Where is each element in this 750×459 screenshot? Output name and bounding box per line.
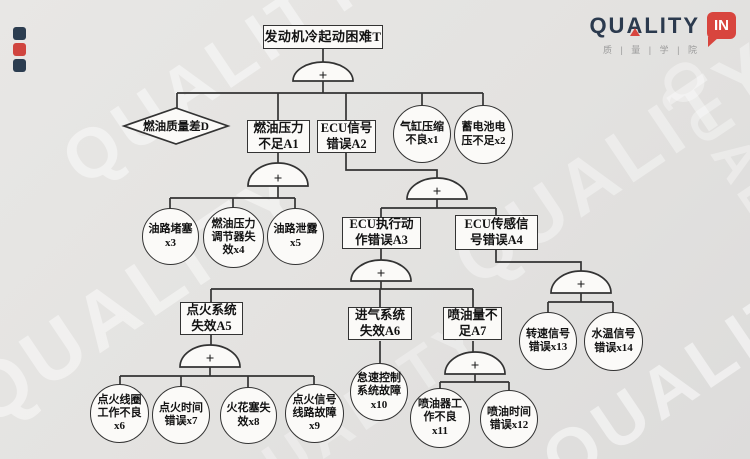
logo-letter-a: A (626, 12, 645, 38)
svg-text:+: + (206, 351, 215, 367)
node-undeveloped-d: 燃油质量差D (143, 121, 209, 133)
brand-logo: QUALITY IN 质 | 量 | 学 | 院 (589, 12, 736, 56)
svg-text:+: + (433, 184, 442, 200)
node-x8: 火花塞失 效x8 (220, 387, 277, 444)
bullet-square-navy (13, 27, 26, 40)
svg-text:+: + (577, 277, 586, 293)
or-gate-a7: + (444, 351, 506, 375)
node-a4: ECU传感信 号错误A4 (455, 215, 538, 250)
node-x5: 油路泄露 x5 (267, 208, 324, 265)
node-x4: 燃油压力 调节器失 效x4 (203, 207, 264, 268)
or-gate-a2: + (406, 177, 468, 200)
or-gate-top: + (292, 61, 354, 84)
or-gate-a1: + (247, 162, 309, 187)
node-x14: 水温信号 错误x14 (584, 312, 643, 371)
node-x10: 怠速控制 系统故障 x10 (350, 363, 408, 421)
node-x12: 喷油时间 错误x12 (480, 390, 538, 448)
or-gate-a3: + (350, 259, 412, 282)
node-x13: 转速信号 错误x13 (519, 312, 577, 370)
node-a3: ECU执行动 作错误A3 (342, 217, 421, 249)
node-a6: 进气系统 失效A6 (348, 307, 412, 340)
node-x2: 蓄电池电 压不足x2 (454, 105, 513, 164)
node-x1: 气缸压缩 不良x1 (393, 105, 451, 163)
bullet-square-navy (13, 59, 26, 72)
svg-text:+: + (319, 68, 328, 84)
svg-text:+: + (377, 266, 386, 282)
node-x11: 喷油器工 作不良 x11 (410, 388, 470, 448)
or-gate-a4: + (550, 270, 612, 294)
node-top-event: 发动机冷起动困难T (263, 25, 383, 49)
node-a5: 点火系统 失效A5 (180, 302, 243, 335)
node-x6: 点火线圈 工作不良 x6 (90, 384, 149, 443)
node-x7: 点火时间 错误x7 (152, 386, 210, 444)
node-x9: 点火信号 线路故障 x9 (285, 384, 344, 443)
diamond-shape (121, 107, 231, 145)
logo-badge: IN (707, 12, 736, 47)
bullet-squares (13, 27, 26, 72)
logo-wordmark: QUALITY (589, 12, 700, 38)
logo-tagline: 质 | 量 | 学 | 院 (602, 45, 700, 55)
node-a1: 燃油压力 不足A1 (247, 120, 310, 153)
node-a2: ECU信号 错误A2 (317, 120, 376, 153)
node-x3: 油路堵塞 x3 (142, 208, 199, 265)
svg-text:+: + (471, 358, 480, 374)
svg-text:+: + (274, 171, 283, 187)
node-a7: 喷油量不 足A7 (443, 307, 502, 340)
or-gate-a5: + (179, 344, 241, 368)
bullet-square-red (13, 43, 26, 56)
